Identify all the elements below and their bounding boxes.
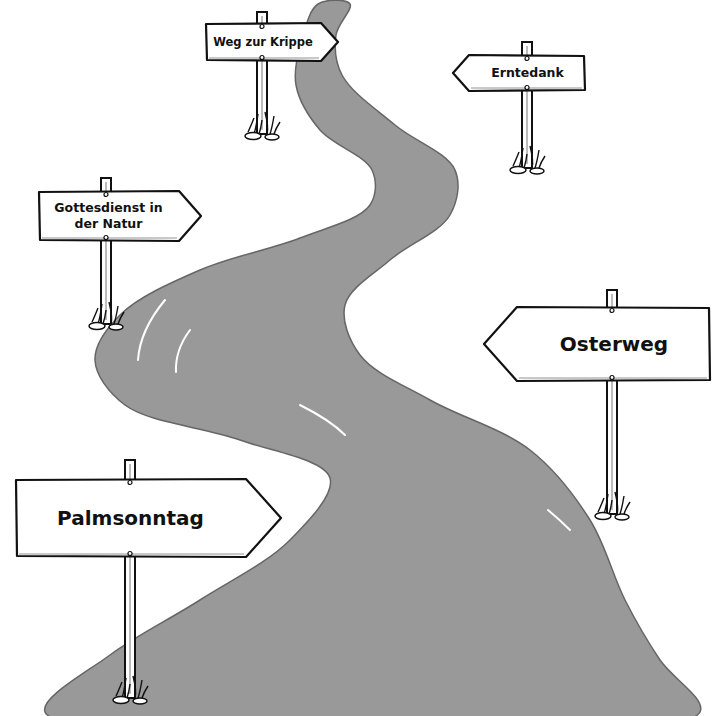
signpost-board: Palmsonntag <box>15 478 282 558</box>
sign-label: Osterweg <box>523 332 705 357</box>
signpost-board: Erntedank <box>452 54 586 92</box>
sign-label: Erntedank <box>475 65 580 81</box>
signpost-board: Osterweg <box>483 306 711 382</box>
sign-label: Palmsonntag <box>21 506 240 531</box>
signpost-board: Weg zur Krippe <box>205 22 339 62</box>
signpost-board: Gottesdienst in der Natur <box>38 190 202 242</box>
sign-label: Gottesdienst in der Natur <box>44 200 173 231</box>
sign-label: Weg zur Krippe <box>211 35 315 49</box>
